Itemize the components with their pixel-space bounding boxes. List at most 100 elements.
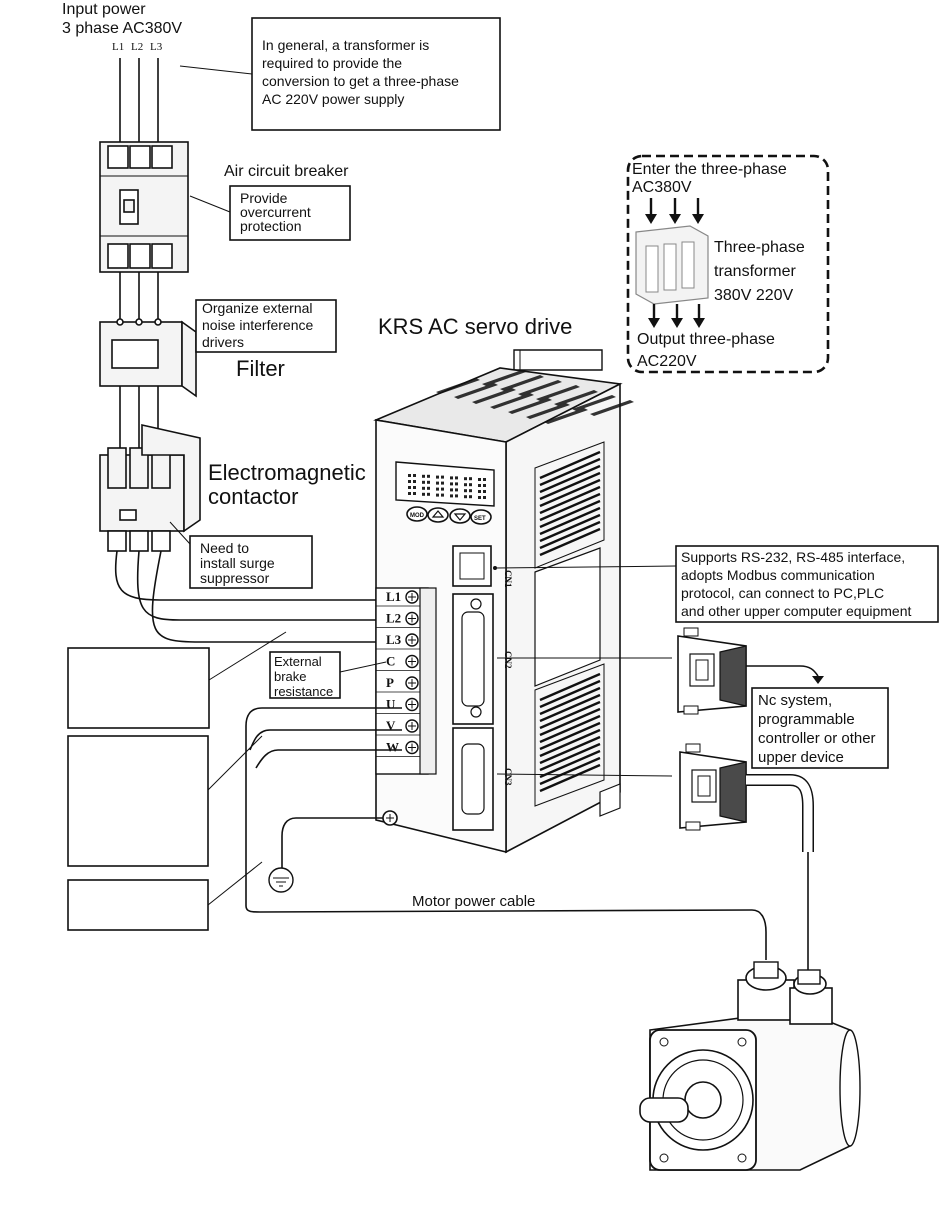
empty-callout-box xyxy=(67,879,209,931)
filter-note-line: Organize external xyxy=(202,300,313,316)
terminal-label: L3 xyxy=(386,632,402,647)
air-breaker-note-line: protection xyxy=(240,218,301,234)
terminal-label: L1 xyxy=(386,589,401,604)
comm-note-line: adopts Modbus communication xyxy=(681,567,875,583)
up-arrow-icon[interactable] xyxy=(431,510,445,518)
wire-v xyxy=(249,729,402,751)
contactor-note-line: install surge xyxy=(200,555,275,571)
inset-arrows-in xyxy=(645,198,704,224)
top-vents xyxy=(436,370,634,424)
cn3-encoder-plug xyxy=(679,743,747,831)
wire-to-l1 xyxy=(114,550,402,601)
contactor-note-line: Need to xyxy=(200,540,249,556)
comm-note-line: protocol, can connect to PC,PLC xyxy=(681,585,884,601)
servo-drive xyxy=(373,349,623,854)
wire-w xyxy=(255,749,402,769)
air-breaker-leader xyxy=(189,195,231,213)
mod-button[interactable]: MOD xyxy=(410,513,425,519)
motor-power-cable xyxy=(245,707,767,960)
brake-note-line: brake xyxy=(274,669,307,684)
inset-top-line: AC380V xyxy=(632,179,692,196)
transformer-note-leader xyxy=(179,65,253,75)
cn3-leader xyxy=(496,773,673,777)
encoder-cable-outer xyxy=(746,774,814,852)
terminal-label: C xyxy=(386,654,395,669)
motor-cable-label: Motor power cable xyxy=(412,893,535,910)
ground-wire xyxy=(281,817,383,870)
terminal-c[interactable]: C xyxy=(376,654,420,671)
filter-note-box xyxy=(195,299,337,353)
air-circuit-breaker xyxy=(99,141,189,273)
ground-icon xyxy=(268,867,294,893)
terminal-label: W xyxy=(386,740,399,755)
comm-leader xyxy=(494,565,677,569)
terminal-p[interactable]: P xyxy=(376,675,420,693)
filter-note-line: noise interference xyxy=(202,317,314,333)
nc-note-line: Nc system, xyxy=(758,692,832,709)
electromagnetic-contactor xyxy=(99,424,201,552)
port-label-cn2: CN2 xyxy=(503,651,513,669)
transformer-note-line: required to provide the xyxy=(262,55,402,71)
contactor-title-line: Electromagnetic xyxy=(208,460,366,485)
contactor-title-line: contactor xyxy=(208,484,299,509)
callout-leader xyxy=(207,861,263,906)
terminal-label: U xyxy=(386,697,396,712)
wire-to-l3 xyxy=(151,550,402,643)
air-breaker-note-line: Provide xyxy=(240,190,288,206)
nc-note-box xyxy=(751,687,889,769)
contactor-note-box xyxy=(189,535,313,589)
inset-side-line: Three-phase xyxy=(714,239,805,256)
cn2-connector-plug xyxy=(677,627,824,715)
set-button[interactable]: SET xyxy=(474,516,486,522)
terminal-l1[interactable]: L1 xyxy=(376,589,420,607)
transformer-inset-frame xyxy=(626,154,830,374)
input-power-label: Input power xyxy=(62,1,146,18)
port-label-cn1: CN1 xyxy=(503,570,513,588)
terminal-l3[interactable]: L3 xyxy=(376,632,420,650)
air-breaker-title: Air circuit breaker xyxy=(224,163,349,180)
servo-motor xyxy=(639,961,861,1171)
callout-leader xyxy=(207,735,263,791)
terminal-u[interactable]: U xyxy=(376,697,420,714)
terminal-label: L2 xyxy=(386,611,401,626)
empty-callout-box xyxy=(67,735,209,867)
page-title: KRS AC servo drive xyxy=(378,314,572,339)
inset-bottom-line: AC220V xyxy=(637,353,697,370)
three-phase-transformer xyxy=(635,225,709,305)
nc-note-line: programmable xyxy=(758,711,855,728)
comm-note-box xyxy=(675,545,939,623)
input-voltage-label: 3 phase AC380V xyxy=(62,20,182,37)
encoder-cable-inner xyxy=(746,775,813,852)
terminal-label: V xyxy=(386,718,396,733)
transformer-note-line: AC 220V power supply xyxy=(262,91,404,107)
side-vents xyxy=(539,450,601,793)
panel-buttons xyxy=(406,506,492,525)
air-breaker-note-line: overcurrent xyxy=(240,204,311,220)
nc-note-line: upper device xyxy=(758,749,844,766)
comm-note-line: and other upper computer equipment xyxy=(681,603,911,619)
wire-to-l2 xyxy=(136,550,402,621)
brake-note-line: resistance xyxy=(274,684,333,699)
transformer-note-box xyxy=(251,17,501,131)
brake-leader xyxy=(339,661,387,673)
inset-arrows-out xyxy=(648,304,705,328)
down-arrow-icon[interactable] xyxy=(453,513,467,521)
brake-note-box xyxy=(269,651,341,699)
brake-note-line: External xyxy=(274,654,322,669)
inset-bottom-line: Output three-phase xyxy=(637,331,775,348)
inset-side-line: 380V 220V xyxy=(714,287,794,304)
transformer-note-line: conversion to get a three-phase xyxy=(262,73,459,89)
port-label-cn3: CN3 xyxy=(503,768,513,786)
inset-side-line: transformer xyxy=(714,263,796,280)
noise-filter xyxy=(99,318,197,398)
air-breaker-note-box xyxy=(229,185,351,241)
terminal-l2[interactable]: L2 xyxy=(376,611,420,628)
terminal-label: P xyxy=(386,675,394,690)
comm-note-line: Supports RS-232, RS-485 interface, xyxy=(681,549,905,565)
empty-callout-box xyxy=(67,647,210,729)
terminal-v[interactable]: V xyxy=(376,718,420,736)
comm-leader-dot xyxy=(493,566,497,570)
